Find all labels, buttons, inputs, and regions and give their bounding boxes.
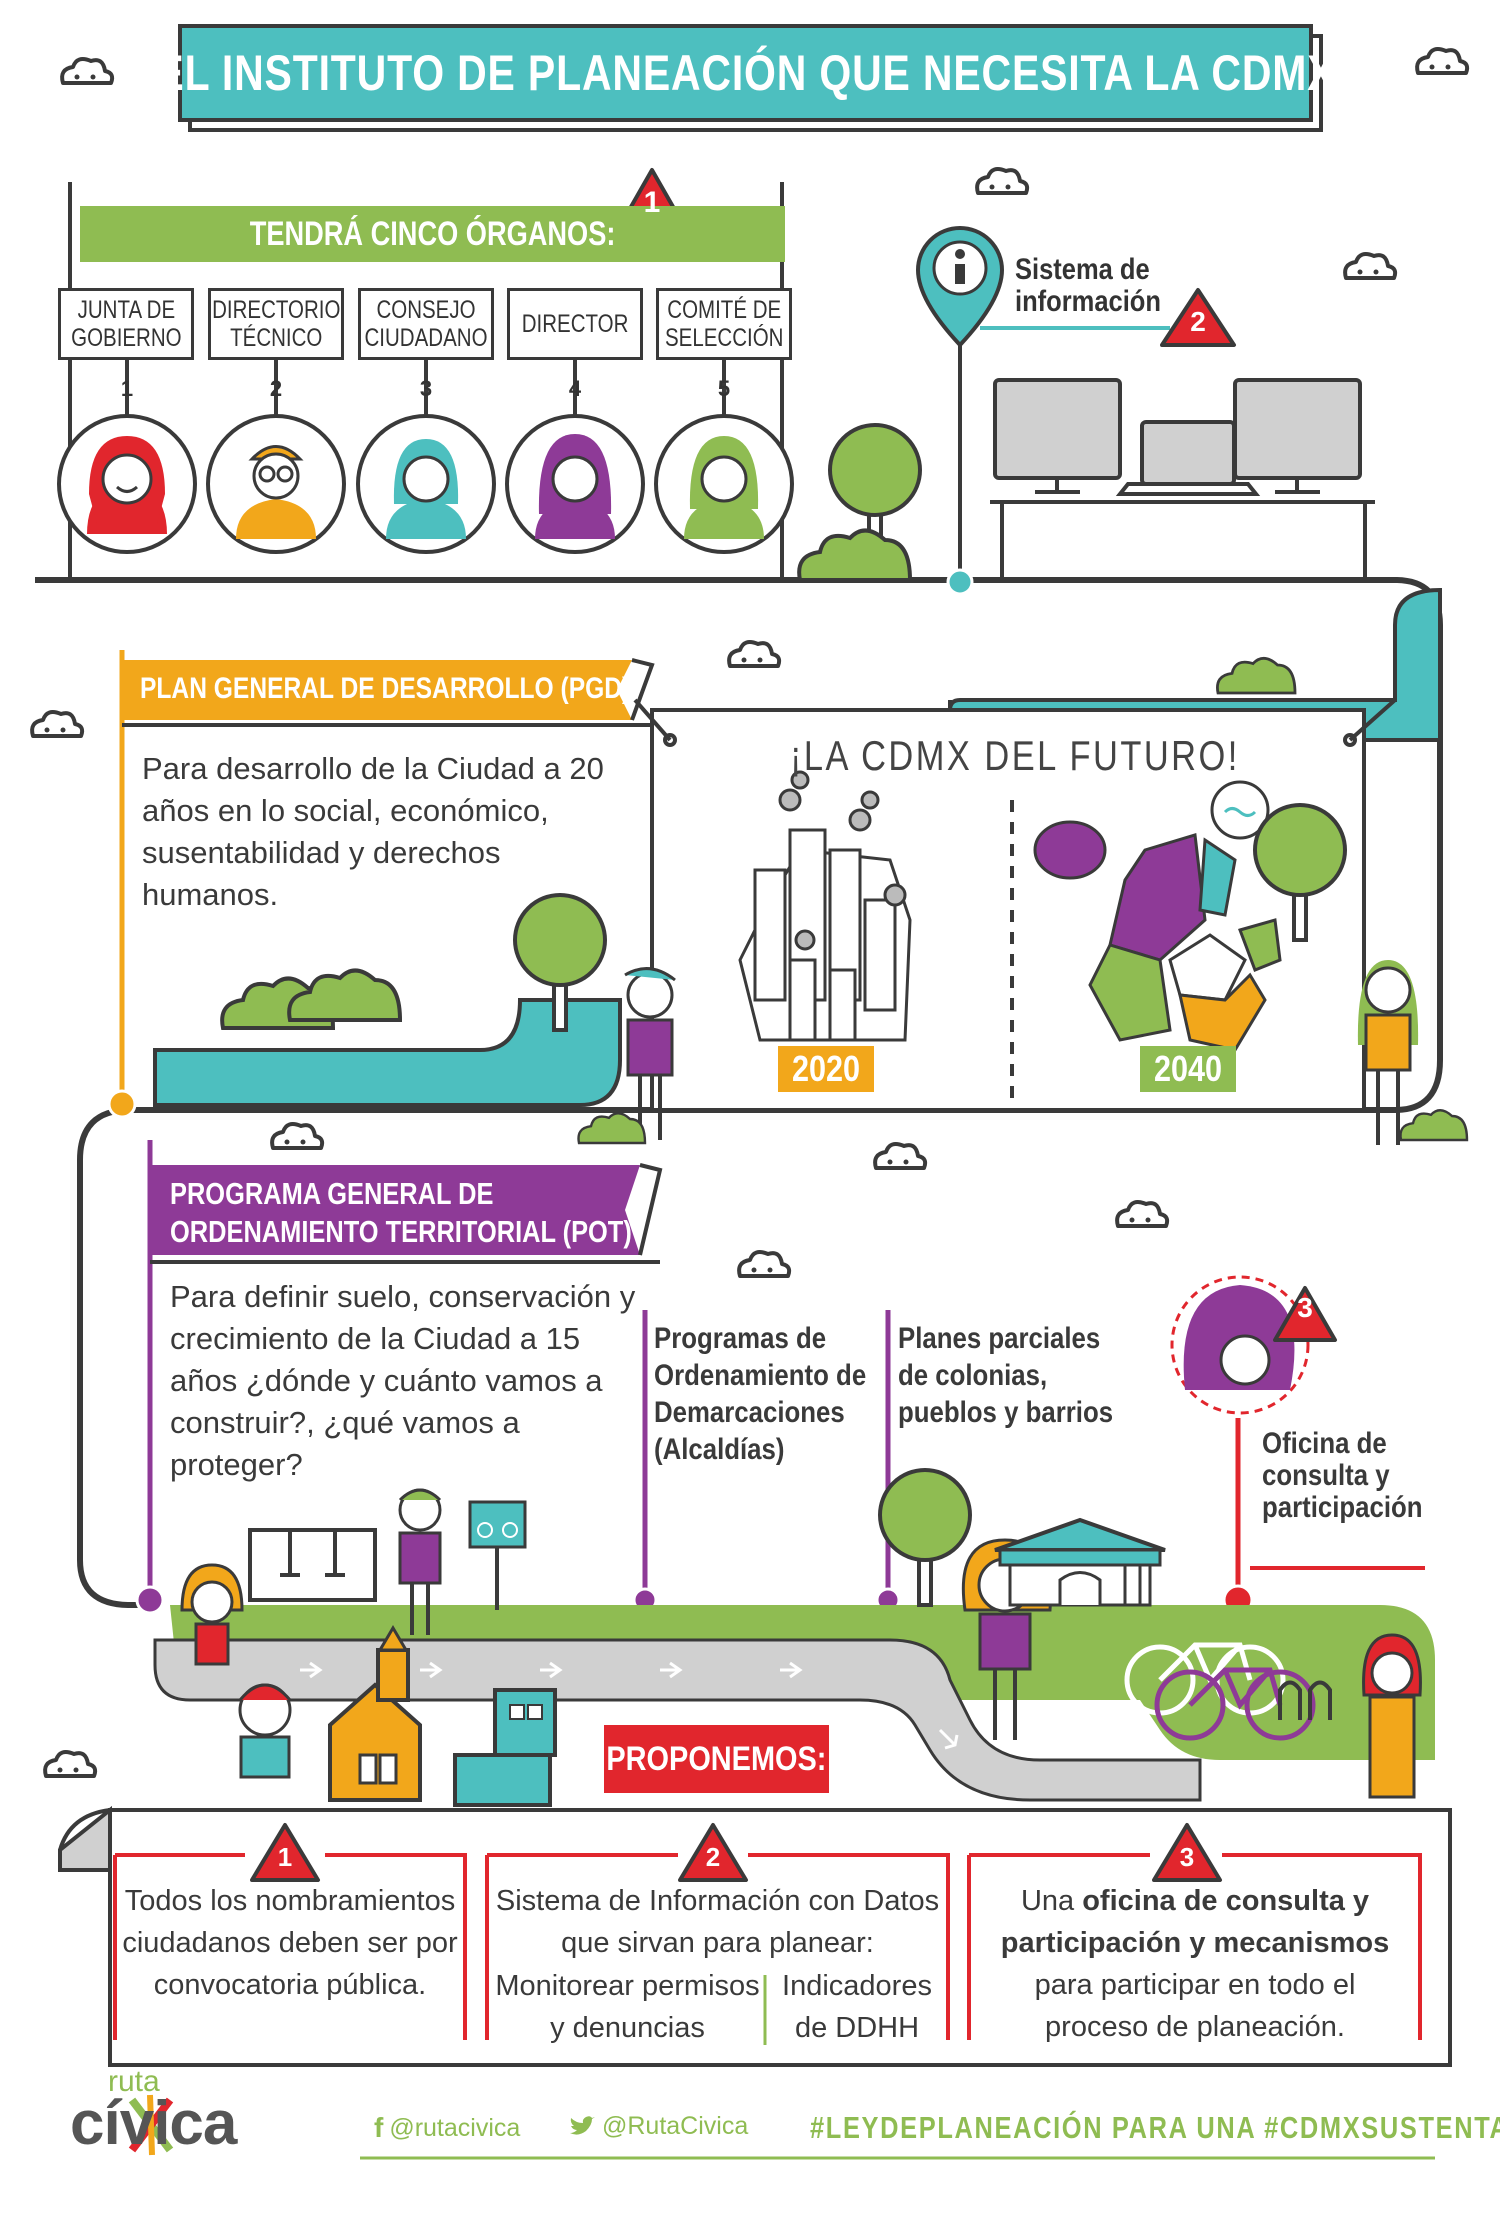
planes-parciales-label: Planes parciales de colonias, pueblos y … <box>898 1322 1114 1429</box>
organ-label: DIRECTORIO TÉCNICO <box>211 296 341 352</box>
year-label: 2040 <box>1153 1048 1223 1089</box>
proposal-badges <box>250 1823 1222 1882</box>
organ-label: DIRECTOR <box>521 310 629 338</box>
organ-label: COMITÉ DE SELECCIÓN <box>664 296 784 352</box>
proposal-badge-number: 1 <box>277 1842 293 1872</box>
organ-number: 5 <box>717 376 731 401</box>
facebook-icon: f <box>374 2112 384 2143</box>
oficina-badge-number: 3 <box>1297 1292 1313 1323</box>
logo-x-mark <box>128 2094 174 2156</box>
organ-number: 1 <box>120 376 134 401</box>
future-title: ¡LA CDMX DEL FUTURO! <box>790 732 1240 779</box>
organs-heading: TENDRÁ CINCO ÓRGANOS: <box>249 214 616 253</box>
park-people <box>180 1488 1422 1799</box>
temple <box>878 1468 1166 1607</box>
bike-sign <box>468 1500 527 1610</box>
oficina-avatar <box>1170 1275 1425 1616</box>
hashtag: #LEYDEPLANEACIÓN PARA UNA #CDMXSUSTENTAB… <box>810 2110 1500 2145</box>
tree-top <box>797 423 922 582</box>
map-2040 <box>1033 780 1347 1052</box>
park-road <box>153 1605 1435 1802</box>
proposal-3-text-pre: Una <box>1020 1885 1083 1917</box>
info-pin-icon <box>915 226 1236 596</box>
year-2040-badge: 2040 <box>1140 1046 1236 1092</box>
organ-box-2: DIRECTORIO TÉCNICO <box>208 288 344 360</box>
twitter-icon <box>570 2115 595 2135</box>
facebook-handle: @rutacivica <box>389 2113 521 2142</box>
info-system-label: Sistema de información <box>1015 253 1161 318</box>
facebook-link[interactable]: f @rutacivica <box>374 2112 520 2144</box>
demarcaciones-label: Programas de Ordenamiento de Demarcacion… <box>654 1322 867 1466</box>
organ-box-5: COMITÉ DE SELECCIÓN <box>656 288 792 360</box>
pgd-banner-shape <box>122 658 655 727</box>
logo-top-text: ruta <box>108 2065 160 2098</box>
proposal-2-text: Sistema de Información con Datos que sir… <box>495 1885 940 1959</box>
organ-box-3: CONSEJO CIUDADANO <box>358 288 494 360</box>
computers <box>990 378 1375 580</box>
pot-heading-line: ORDENAMIENTO TERRITORIAL (POT) <box>170 1214 632 1249</box>
pond-left <box>153 893 622 1107</box>
pgd-heading: PLAN GENERAL DE DESARROLLO (PGD) <box>140 672 631 705</box>
proposal-badge-number: 2 <box>705 1842 721 1872</box>
pot-description: Para definir suelo, conservación y creci… <box>170 1279 636 1482</box>
pot-banner-shape <box>150 1163 663 1264</box>
pot-heading: PROGRAMA GENERAL DE ORDENAMIENTO TERRITO… <box>170 1175 632 1251</box>
pot-heading-line: PROGRAMA GENERAL DE <box>170 1176 494 1211</box>
proposals-heading-banner: PROPONEMOS: <box>604 1725 829 1793</box>
proposal-badge-number: 3 <box>1179 1842 1195 1872</box>
organ-box-1: JUNTA DE GOBIERNO <box>58 288 194 360</box>
organ-number: 3 <box>419 376 433 401</box>
info-system-badge-number: 2 <box>1190 306 1206 337</box>
proposals-heading: PROPONEMOS: <box>606 1739 827 1778</box>
organ-box-4: DIRECTOR <box>507 288 643 360</box>
proposal-1-text: Todos los nombramientos ciudadanos deben… <box>122 1885 458 2001</box>
proposal-3-text-bold: oficina de consulta y participación y me… <box>1000 1885 1390 1959</box>
city-2020 <box>738 770 912 1042</box>
organ-avatars <box>57 414 794 554</box>
year-2020-badge: 2020 <box>778 1046 874 1092</box>
bicycles <box>1124 1642 1332 1741</box>
twitter-link[interactable]: @RutaCivica <box>568 2112 748 2141</box>
logo-main-text: cívica <box>70 2089 237 2158</box>
organ-number: 2 <box>269 376 283 401</box>
proposal-3-text: Una oficina de consulta y participación … <box>990 1880 1400 2048</box>
proposal-3-text-post: para participar en todo el proceso de pl… <box>1034 1969 1356 2043</box>
proposals-frame <box>58 1805 1452 2067</box>
people-future <box>577 960 1469 1145</box>
swing-set <box>248 1528 377 1602</box>
organ-number: 4 <box>568 376 582 401</box>
organ-label: CONSEJO CIUDADANO <box>364 296 488 352</box>
organs-badge-number: 1 <box>643 186 661 219</box>
buildings-bottom <box>328 1625 557 1807</box>
organ-label: JUNTA DE GOBIERNO <box>70 296 182 352</box>
title-banner: EL INSTITUTO DE PLANEACIÓN QUE NECESITA … <box>156 24 1334 132</box>
page-title: EL INSTITUTO DE PLANEACIÓN QUE NECESITA … <box>155 45 1336 101</box>
pgd-description: Para desarrollo de la Ciudad a 20 años e… <box>142 751 604 912</box>
organs-heading-bar: TENDRÁ CINCO ÓRGANOS: <box>80 206 785 262</box>
oficina-label: Oficina de consulta y participación <box>1262 1427 1423 1524</box>
twitter-handle: @RutaCivica <box>602 2112 749 2140</box>
year-label: 2020 <box>791 1048 861 1089</box>
proposal-2-sub-left: Monitorear permisos y denuncias <box>495 1970 760 2044</box>
proposal-2-sub-right: Indicadores de DDHH <box>782 1970 932 2044</box>
